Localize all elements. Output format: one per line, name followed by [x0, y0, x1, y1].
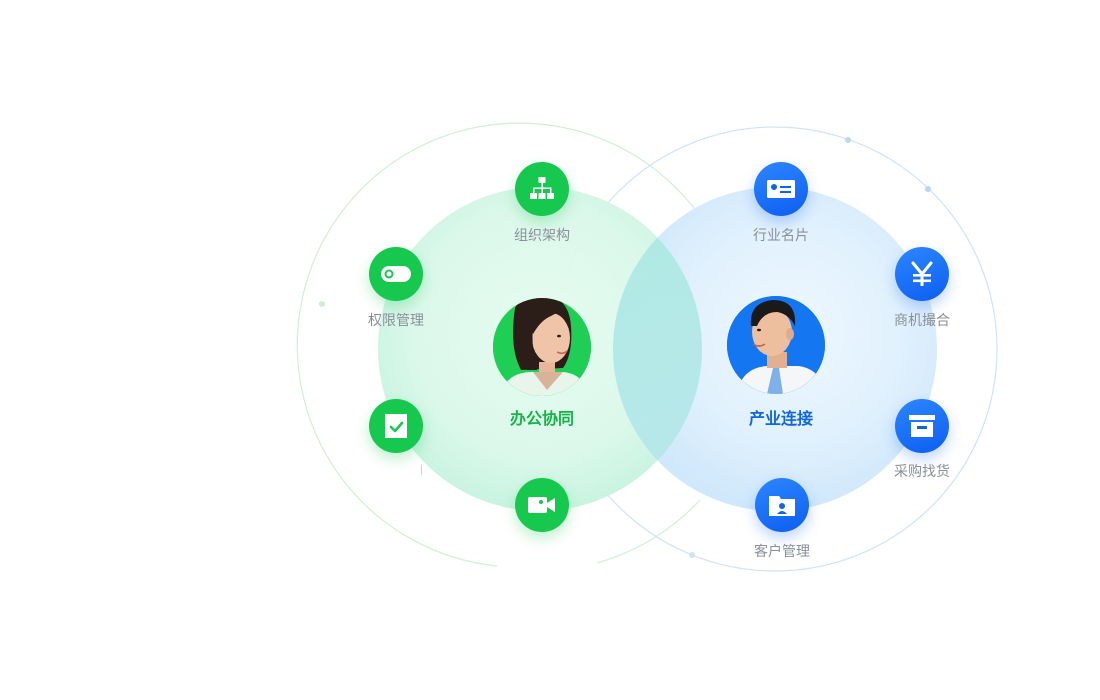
checklist-icon [385, 414, 407, 438]
procurement-button[interactable] [895, 399, 949, 453]
business-match-button[interactable] [895, 247, 949, 301]
woman-avatar-icon [493, 298, 591, 396]
industry-card-label: 行业名片 [753, 227, 809, 243]
yen-icon [911, 261, 933, 286]
archive-box-icon [909, 415, 935, 437]
permissions-button[interactable] [369, 247, 423, 301]
approval-button[interactable] [369, 399, 423, 453]
id-card-icon [767, 180, 795, 198]
customer-mgmt-button[interactable] [755, 478, 809, 532]
video-camera-icon [528, 497, 555, 513]
man-avatar-icon [727, 296, 825, 394]
industry-hub-avatar [727, 296, 825, 394]
office-hub-label: 办公协同 [509, 411, 574, 428]
org-structure-label: 组织架构 [514, 227, 570, 243]
office-hub-avatar [493, 298, 591, 396]
org-structure-button[interactable] [515, 162, 569, 216]
customer-mgmt-label: 客户管理 [754, 543, 810, 559]
procurement-label: 采购找货 [894, 463, 950, 479]
divider-mark [421, 465, 422, 475]
industry-card-button[interactable] [754, 162, 808, 216]
industry-hub-label: 产业连接 [748, 411, 813, 428]
business-match-label: 商机撮合 [894, 312, 950, 328]
contact-folder-icon [769, 496, 795, 516]
toggle-icon [381, 266, 411, 282]
permissions-label: 权限管理 [368, 312, 424, 328]
video-meeting-button[interactable] [515, 478, 569, 532]
org-chart-icon [530, 177, 554, 199]
